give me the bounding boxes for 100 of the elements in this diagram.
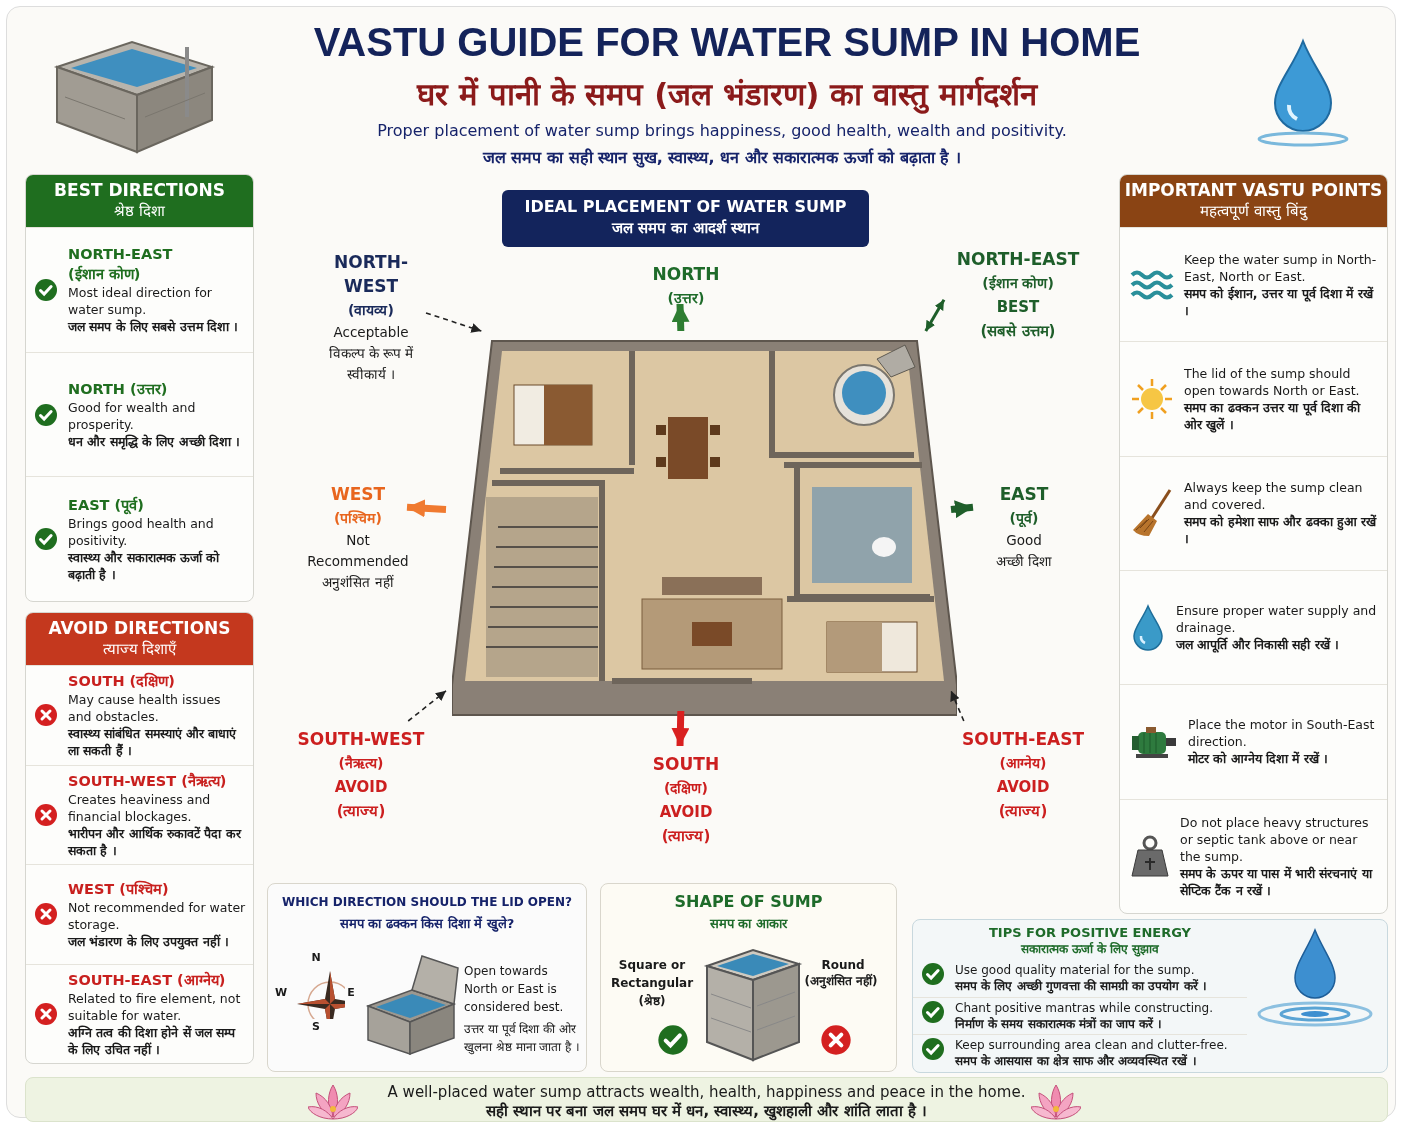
footer-band: [25, 1077, 1388, 1122]
item-text: Place the motor in South-East direction.: [1188, 716, 1376, 751]
item-heading: (ईशान कोण): [68, 264, 142, 285]
direction-name: NORTH-WEST: [333, 251, 409, 298]
item-text: जल भंडारण के लिए उपयुक्त नहीं ।: [68, 932, 231, 950]
direction-text: AVOID: [659, 802, 713, 823]
direction-text: (दक्षिण): [664, 779, 708, 798]
floor-plan-drawing: [452, 337, 957, 717]
item-text: Always keep the sump clean and covered.: [1184, 479, 1364, 514]
panel-subtitle: श्रेष्ठ दिशा: [113, 201, 166, 221]
direction-text: Acceptable: [333, 323, 409, 342]
tagline: Proper placement of water sump brings happiness, good health, wealth and positivity.: [376, 120, 1068, 142]
info-panel: [912, 919, 1388, 1073]
footer-text: A well-placed water sump attracts wealth, health, happiness and peace in the home.: [386, 1083, 1027, 1102]
item-text: Creates heaviness and financial blockages.: [68, 790, 212, 825]
direction-text: अनुशंसित नहीं: [322, 573, 394, 593]
body-text: (अनुशंसित नहीं): [803, 972, 879, 990]
double-arrow: [924, 299, 946, 332]
item-text: भारीपन और आर्थिक रुकावटें पैदा कर सकता है ।: [68, 824, 243, 859]
item-text: Keep surrounding area clean and clutter-free.: [955, 1037, 1228, 1054]
info-panel: [1119, 174, 1388, 914]
compass-letter: S: [311, 1020, 321, 1033]
body-text: (श्रेष्ठ): [637, 993, 667, 1010]
direction-text: (आग्नेय): [999, 754, 1047, 773]
item-text: Brings good health and positivity.: [68, 515, 215, 550]
item-heading: EAST (पूर्व): [68, 495, 145, 516]
item-text: Ensure proper water supply and drainage.: [1176, 602, 1378, 637]
direction-text: AVOID: [996, 777, 1050, 798]
direction-name: SOUTH: [652, 753, 720, 776]
item-text: Use good quality material for the sump.: [955, 962, 1196, 978]
body-text: Square or Rectangular: [609, 957, 695, 992]
direction-text: (पूर्व): [1009, 509, 1039, 529]
item-text: May cause health issues and obstacles.: [68, 691, 222, 726]
item-heading: NORTH (उत्तर): [68, 380, 169, 399]
arrow: [406, 499, 447, 518]
direction-text: Not Recommended: [306, 531, 410, 571]
item-text: जल समप के लिए सबसे उत्तम दिशा ।: [68, 318, 240, 336]
banner-title: IDEAL PLACEMENT OF WATER SUMP: [523, 196, 848, 218]
tagline: जल समप का सही स्थान सुख, स्वास्थ्य, धन और सकारात्मक ऊर्जा को बढ़ाता है ।: [481, 147, 963, 170]
panel-subtitle: महत्वपूर्ण वास्तु बिंदु: [1199, 201, 1309, 221]
item-text: धन और समृद्धि के लिए अच्छी दिशा ।: [68, 433, 242, 450]
item-text: मोटर को आग्नेय दिशा में रखें ।: [1188, 750, 1330, 768]
item-text: Most ideal direction for water sump.: [68, 284, 213, 319]
dashed-arrow: [950, 690, 965, 722]
dashed-arrow: [425, 312, 483, 333]
item-text: समप का ढक्कन उत्तर या पूर्व दिशा की ओर खुलें ।: [1184, 399, 1362, 433]
panel-subtitle: समप का आकार: [708, 915, 789, 933]
arrow: [671, 710, 690, 747]
item-heading: SOUTH-WEST (नैऋत्य): [68, 771, 228, 791]
direction-text: (सबसे उत्तम): [980, 321, 1056, 342]
body-text: Open towards North or East is considered best.: [464, 963, 565, 1016]
footer-text: सही स्थान पर बना जल समप घर में धन, स्वास्थ्य, खुशहाली और शांति लाता है ।: [484, 1102, 929, 1121]
panel-title: IMPORTANT VASTU POINTS: [1124, 180, 1383, 201]
panel-title: SHAPE OF SUMP: [673, 892, 824, 912]
direction-name: SOUTH-EAST: [962, 728, 1084, 751]
item-text: जल आपूर्ति और निकासी सही रखें ।: [1176, 636, 1341, 654]
item-text: Good for wealth and prosperity.: [68, 399, 197, 433]
direction-text: AVOID: [334, 777, 388, 798]
body-text: उत्तर या पूर्व दिशा की ओर खुलना श्रेष्ठ माना जाता है ।: [464, 1021, 582, 1056]
subtitle: घर में पानी के समप (जल भंडारण) का वास्तु मार्गदर्शन: [415, 75, 1039, 115]
direction-name: EAST: [999, 483, 1049, 506]
item-text: Not recommended for water storage.: [68, 898, 247, 933]
direction-text: (ईशान कोण): [982, 274, 1054, 293]
banner-subtitle: जल समप का आदर्श स्थान: [610, 218, 761, 238]
item-text: समप को हमेशा साफ और ढक्का हुआ रखें ।: [1184, 513, 1378, 548]
direction-text: अच्छी दिशा: [995, 552, 1053, 571]
info-panel: [600, 883, 897, 1072]
panel-title: AVOID DIRECTIONS: [47, 618, 232, 639]
item-text: The lid of the sump should open towards North or East.: [1184, 365, 1361, 399]
compass-letter: E: [346, 986, 356, 999]
direction-text: (नैऋत्य): [338, 754, 384, 773]
direction-name: WEST: [330, 483, 386, 506]
info-panel: [25, 174, 254, 602]
direction-text: (त्याज्य): [998, 801, 1048, 822]
panel-title: WHICH DIRECTION SHOULD THE LID OPEN?: [281, 894, 573, 911]
main-title: VASTU GUIDE FOR WATER SUMP IN HOME: [312, 19, 1142, 66]
title-banner: [502, 190, 869, 247]
item-text: अग्नि तत्व की दिशा होने सें जल सम्प के लिए उचित नहीं ।: [68, 1023, 237, 1058]
dashed-arrow: [407, 690, 447, 722]
item-text: समप के ऊपर या पास में भारी संरचनाएं या सेप्टिक टैंक न रखें ।: [1180, 864, 1374, 899]
compass-letter: N: [310, 951, 322, 964]
item-text: Chant positive mantras while constructing.: [955, 999, 1214, 1016]
direction-name: SOUTH-WEST: [297, 728, 425, 751]
panel-subtitle: सकारात्मक ऊर्जा के लिए सुझाव: [1019, 941, 1161, 958]
direction-name: NORTH: [652, 263, 720, 286]
item-text: समप के लिए अच्छी गुणवत्ता की सामग्री का उपयोग करें ।: [955, 978, 1207, 994]
direction-text: (त्याज्य): [336, 801, 386, 822]
direction-text: (पश्चिम): [334, 509, 382, 528]
body-text: Round: [820, 957, 866, 973]
item-text: Related to fire element, not suitable for water.: [68, 989, 242, 1024]
direction-text: Good: [1006, 531, 1042, 550]
item-text: समप के आसयास का क्षेत्र साफ और अव्यवस्थित रखें ।: [955, 1053, 1198, 1070]
direction-name: NORTH-EAST: [956, 248, 1080, 271]
info-panel: [267, 883, 587, 1072]
info-panel: [25, 612, 254, 1064]
item-text: स्वास्थ्य सांबंधित समस्याएं और बाधाएं ला सकती हैं ।: [68, 725, 238, 760]
direction-text: विकल्प के रूप में स्वीकार्य ।: [327, 344, 415, 384]
arrow: [671, 303, 690, 332]
panel-title: BEST DIRECTIONS: [53, 180, 226, 201]
direction-text: (वायव्य): [348, 301, 394, 320]
